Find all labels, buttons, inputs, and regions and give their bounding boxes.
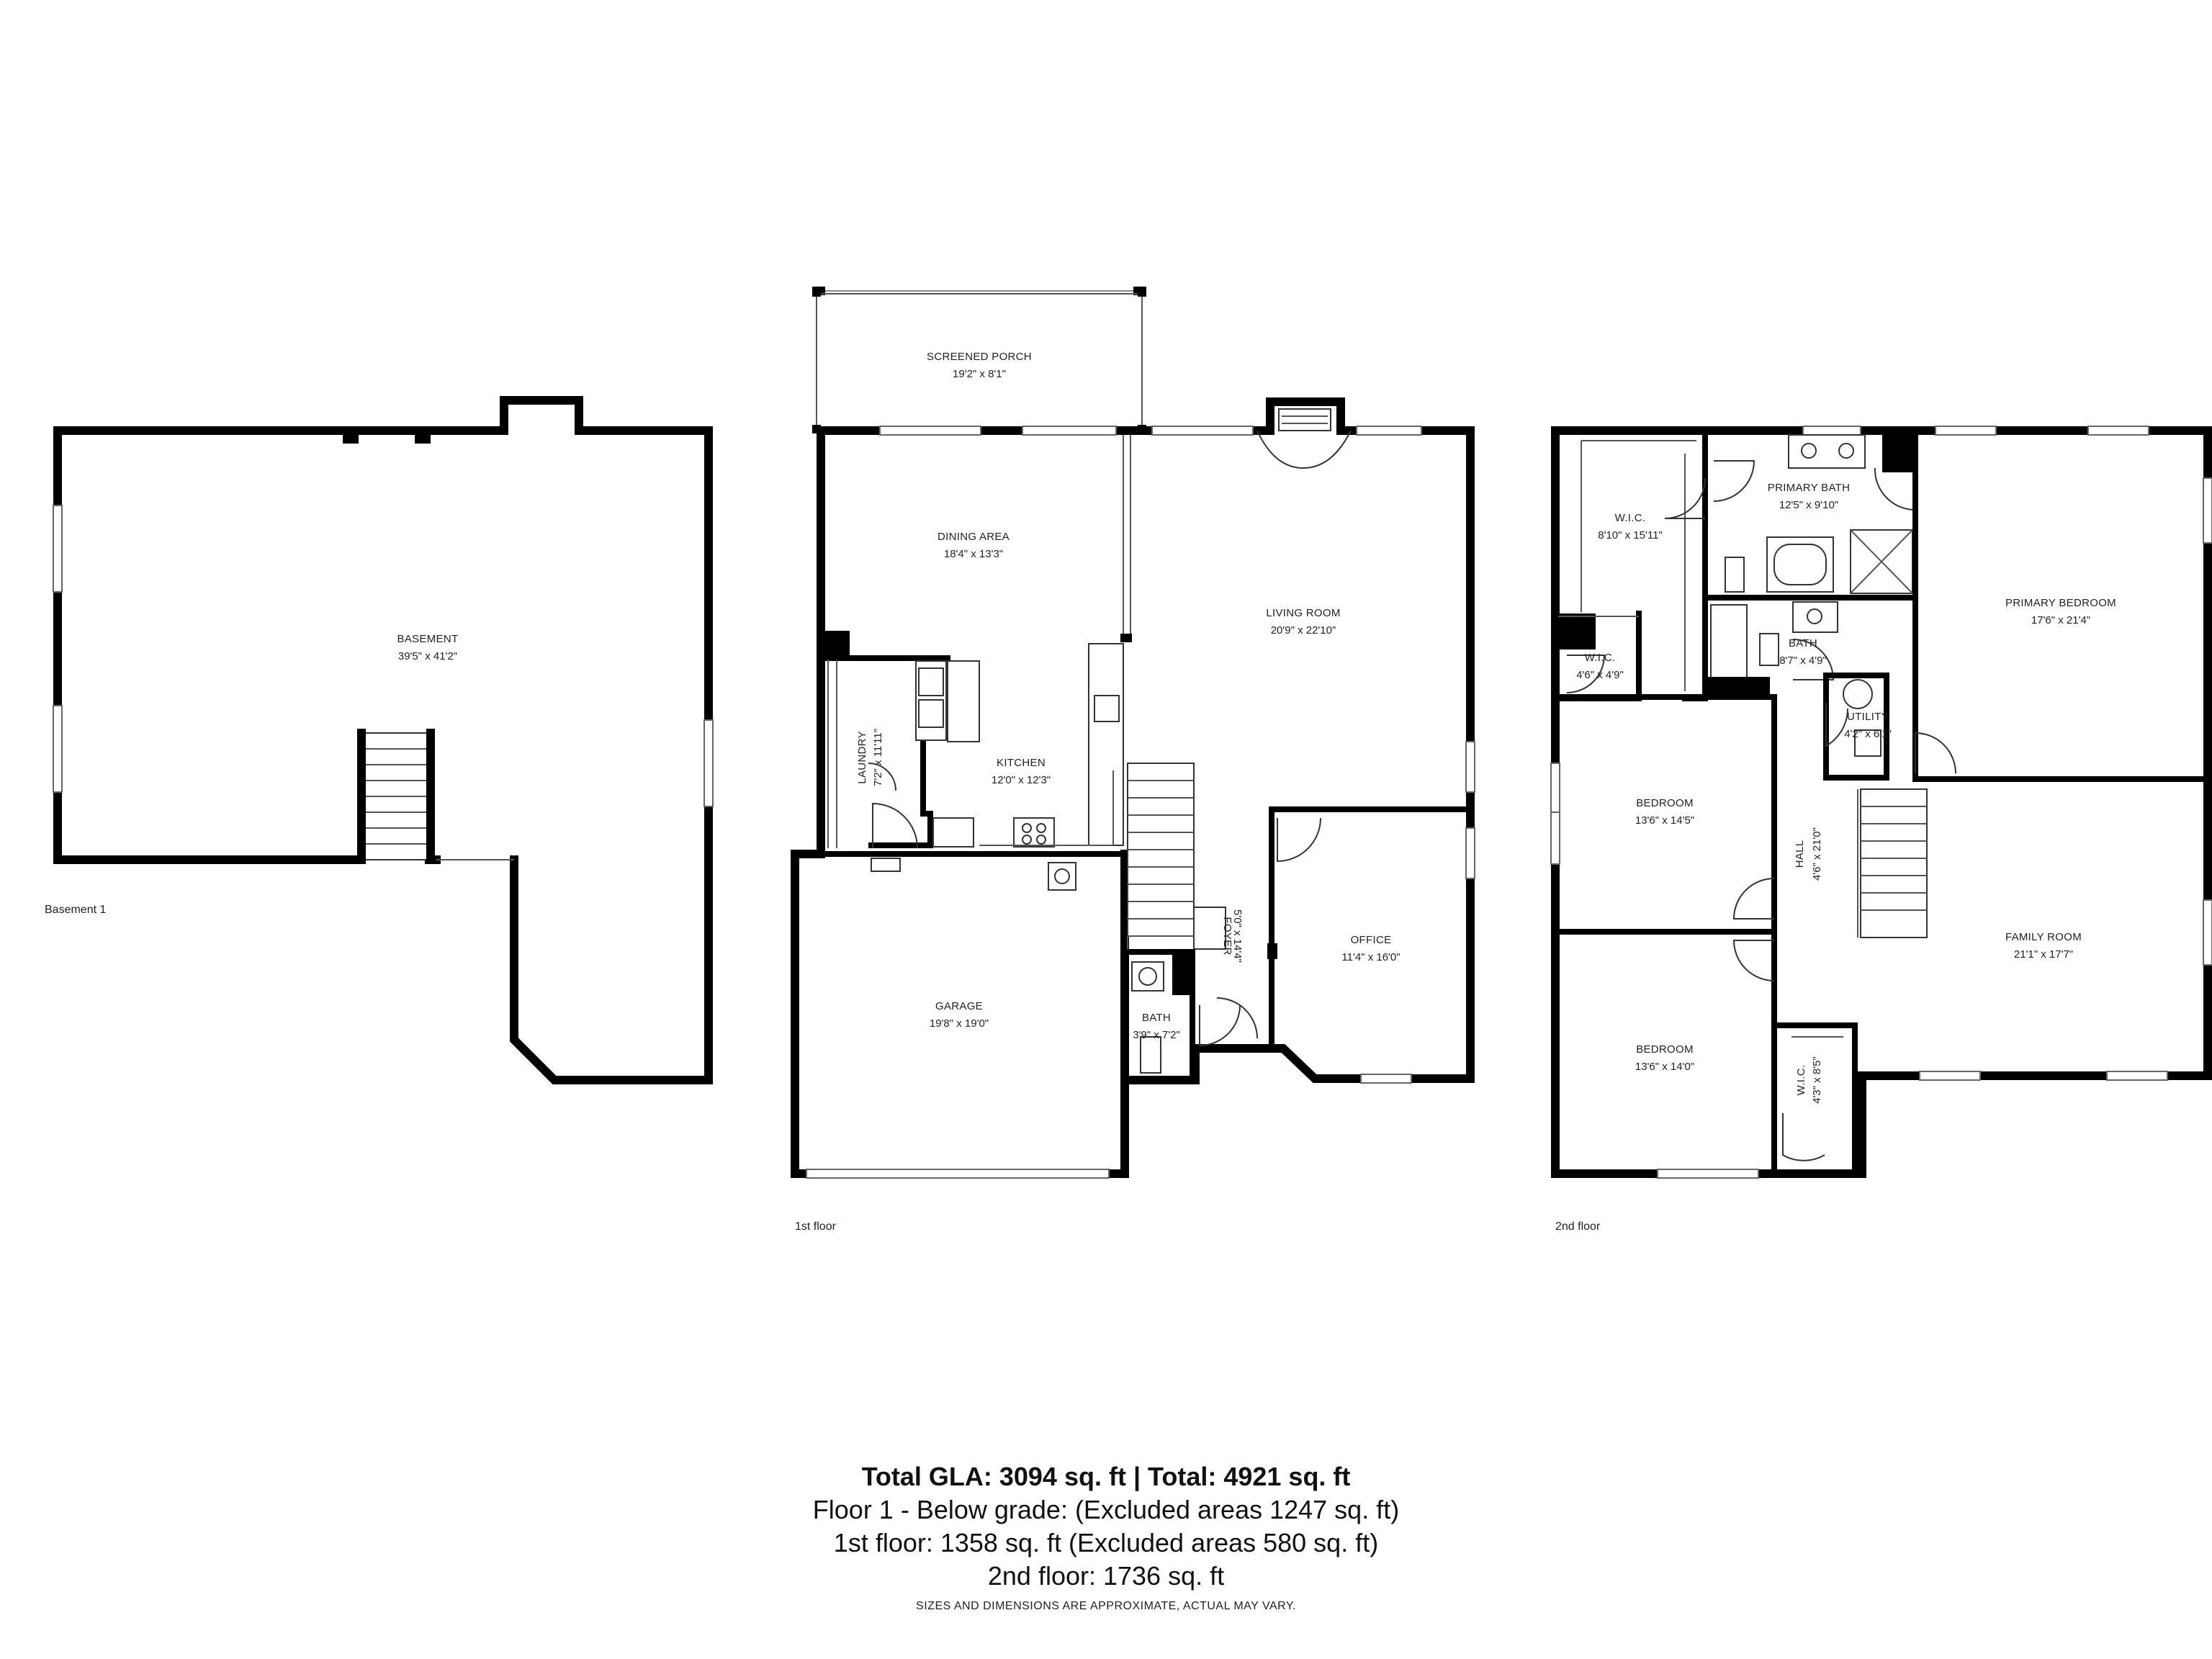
second-floor-stair-treads bbox=[1861, 806, 1927, 911]
room-name: BATH bbox=[1142, 1012, 1171, 1024]
room-dims: 12'5" x 9'10" bbox=[1779, 499, 1838, 511]
chimney-hatch bbox=[1282, 415, 1328, 424]
first-floor-stair-treads bbox=[1128, 780, 1194, 920]
room-dims: 13'6" x 14'5" bbox=[1635, 814, 1694, 827]
room-name: W.I.C. bbox=[1615, 512, 1646, 524]
below-grade-line: Floor 1 - Below grade: (Excluded areas 1… bbox=[812, 1495, 1400, 1524]
room-dims: 13'6" x 14'0" bbox=[1635, 1061, 1694, 1073]
room-dims: 3'9" x 7'2" bbox=[1133, 1029, 1180, 1041]
room-dims: 8'10" x 15'11" bbox=[1598, 529, 1663, 541]
room-dims: 4'3" x 8'5" bbox=[1811, 1056, 1823, 1104]
total-area-line: Total GLA: 3094 sq. ft | Total: 4921 sq.… bbox=[861, 1462, 1351, 1491]
room-dims: 8'7" x 4'9" bbox=[1779, 655, 1827, 667]
floor-label-basement: Basement 1 bbox=[45, 904, 106, 916]
room-dims: 4'2" x 6'1" bbox=[1844, 728, 1892, 740]
room-name: UTILITY bbox=[1847, 711, 1889, 723]
disclaimer-text: SIZES AND DIMENSIONS ARE APPROXIMATE, AC… bbox=[916, 1600, 1296, 1612]
room-dims: 4'6" x 21'0" bbox=[1811, 827, 1823, 881]
floor-label-second: 2nd floor bbox=[1555, 1220, 1601, 1233]
room-dims: 20'9" x 22'10" bbox=[1271, 624, 1336, 637]
room-name: SCREENED PORCH bbox=[927, 351, 1032, 363]
room-dims: 4'6" x 4'9" bbox=[1576, 669, 1624, 681]
room-name: W.I.C. bbox=[1585, 652, 1616, 664]
room-dims: 18'4" x 13'3" bbox=[944, 548, 1003, 560]
floor-label-first: 1st floor bbox=[795, 1220, 837, 1233]
basement-stair-treads bbox=[364, 748, 428, 845]
room-name: HALL bbox=[1794, 840, 1806, 868]
room-dims: 39'5" x 41'2" bbox=[398, 650, 457, 662]
room-name: LIVING ROOM bbox=[1266, 607, 1340, 619]
room-dims: 11'4" x 16'0" bbox=[1341, 951, 1400, 963]
second-floor-plan: W.I.C. 8'10" x 15'11" PRIMARY BATH 12'5"… bbox=[1550, 426, 2212, 1233]
room-name: BEDROOM bbox=[1636, 1043, 1694, 1056]
room-dims: 19'8" x 19'0" bbox=[930, 1017, 989, 1030]
room-dims: 7'2" x 11'11" bbox=[872, 729, 884, 786]
room-name: LAUNDRY bbox=[856, 731, 868, 784]
second-floor-area-line: 2nd floor: 1736 sq. ft bbox=[987, 1561, 1225, 1591]
room-dims: 12'0" x 12'3" bbox=[992, 774, 1051, 786]
room-name: PRIMARY BATH bbox=[1768, 482, 1850, 494]
room-dims: 19'2" x 8'1" bbox=[953, 368, 1006, 380]
room-name: FAMILY ROOM bbox=[2005, 931, 2082, 943]
room-name: BASEMENT bbox=[397, 633, 459, 645]
room-name: PRIMARY BEDROOM bbox=[2005, 597, 2116, 609]
first-floor-area-line: 1st floor: 1358 sq. ft (Excluded areas 5… bbox=[833, 1528, 1379, 1557]
room-name: BATH bbox=[1789, 637, 1817, 649]
basement-plan: BASEMENT 39'5" x 41'2" Basement 1 bbox=[45, 396, 714, 1084]
room-dims: 21'1" x 17'7" bbox=[2014, 948, 2073, 961]
room-name: FOYER bbox=[1221, 917, 1233, 955]
room-name: DINING AREA bbox=[938, 531, 1010, 543]
room-name: OFFICE bbox=[1351, 934, 1392, 946]
room-name: W.I.C. bbox=[1795, 1065, 1807, 1096]
room-dims: 5'0" x 14'4" bbox=[1231, 909, 1244, 963]
room-name: GARAGE bbox=[935, 1000, 983, 1012]
room-dims: 17'6" x 21'4" bbox=[2031, 614, 2090, 626]
room-name: KITCHEN bbox=[997, 757, 1046, 769]
first-floor-plan: SCREENED PORCH 19'2" x 8'1" DINING AREA … bbox=[791, 287, 1475, 1233]
area-summary: Total GLA: 3094 sq. ft | Total: 4921 sq.… bbox=[0, 1460, 2212, 1593]
room-name: BEDROOM bbox=[1636, 797, 1694, 809]
